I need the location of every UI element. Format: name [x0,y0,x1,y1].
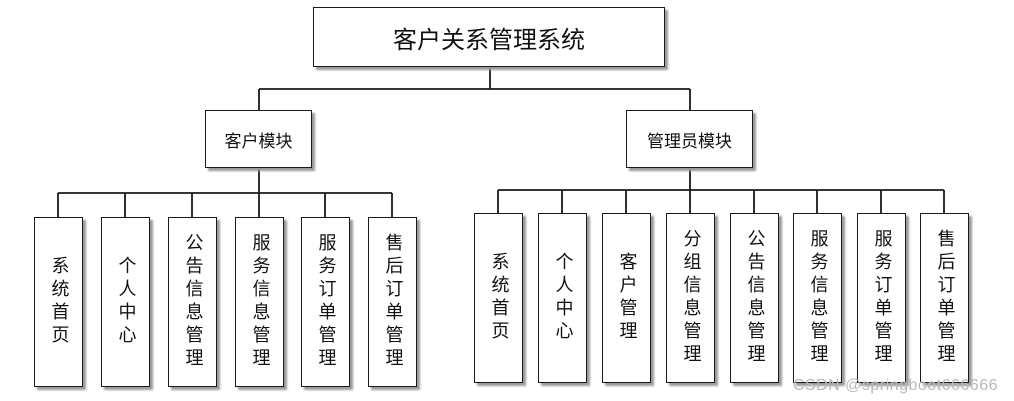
leaf-node: 服务信息管理 [235,217,284,387]
leaf-label: 服务信息管理 [249,233,271,371]
leaf-node: 分组信息管理 [666,213,715,383]
leaf-node: 个人中心 [538,213,587,383]
watermark-text: CSDN @springboot666666 [792,377,998,394]
leaf-node: 个人中心 [101,217,150,387]
leaf-label: 个人中心 [552,252,574,344]
leaf-node: 服务信息管理 [793,213,842,383]
leaf-label: 分组信息管理 [680,229,702,367]
leaf-label: 售后订单管理 [382,233,404,371]
leaf-label: 服务信息管理 [807,229,829,367]
leaf-label: 系统首页 [48,256,70,348]
leaf-node: 公告信息管理 [730,213,779,383]
leaf-node: 系统首页 [34,217,83,387]
leaf-label: 服务订单管理 [315,233,337,371]
leaf-label: 个人中心 [115,256,137,348]
leaf-label: 系统首页 [488,252,510,344]
leaf-label: 公告信息管理 [744,229,766,367]
module-node-customer: 客户模块 [205,110,312,168]
leaf-node: 客户管理 [602,213,651,383]
leaf-node: 系统首页 [474,213,523,383]
module-label: 管理员模块 [647,131,732,152]
root-node: 客户关系管理系统 [313,7,665,67]
leaf-label: 服务订单管理 [871,229,893,367]
module-label: 客户模块 [224,131,293,152]
module-node-admin: 管理员模块 [626,110,753,168]
leaf-label: 售后订单管理 [934,229,956,367]
leaf-node: 公告信息管理 [168,217,217,387]
root-label: 客户关系管理系统 [393,25,585,54]
leaf-label: 客户管理 [616,252,638,344]
leaf-node: 售后订单管理 [920,213,969,383]
leaf-node: 服务订单管理 [857,213,906,383]
leaf-node: 售后订单管理 [368,217,417,387]
leaf-label: 公告信息管理 [182,233,204,371]
leaf-node: 服务订单管理 [301,217,350,387]
